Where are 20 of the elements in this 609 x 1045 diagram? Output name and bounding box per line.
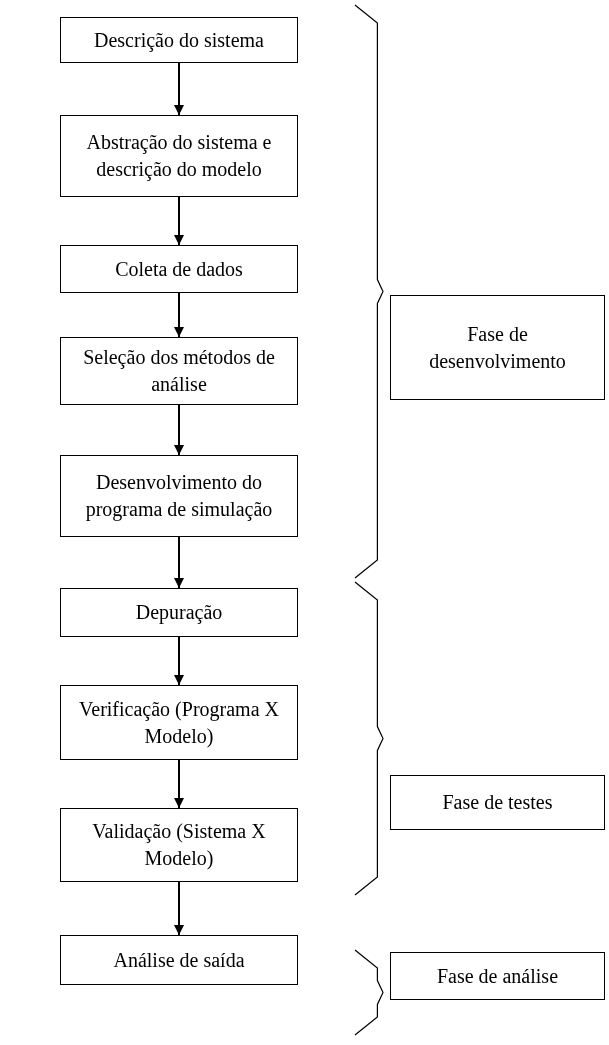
arrow [174,536,184,589]
phase-label-box: Fase de testes [390,775,605,830]
process-box: Depuração [60,588,298,637]
arrow [174,881,184,936]
process-box: Descrição do sistema [60,17,298,63]
phase-label-box: Fase de desenvolvimento [390,295,605,400]
arrow [174,759,184,809]
process-box: Validação (Sistema X Modelo) [60,808,298,882]
arrow [174,292,184,338]
arrow [174,62,184,116]
arrow [174,404,184,456]
process-box: Desenvolvimento do programa de simulação [60,455,298,537]
process-box: Análise de saída [60,935,298,985]
process-box: Coleta de dados [60,245,298,293]
phase-label-box: Fase de análise [390,952,605,1000]
process-box: Abstração do sistema e descrição do modelo [60,115,298,197]
process-box: Verificação (Programa X Modelo) [60,685,298,760]
arrow [174,196,184,246]
process-box: Seleção dos métodos de análise [60,337,298,405]
arrow [174,636,184,686]
